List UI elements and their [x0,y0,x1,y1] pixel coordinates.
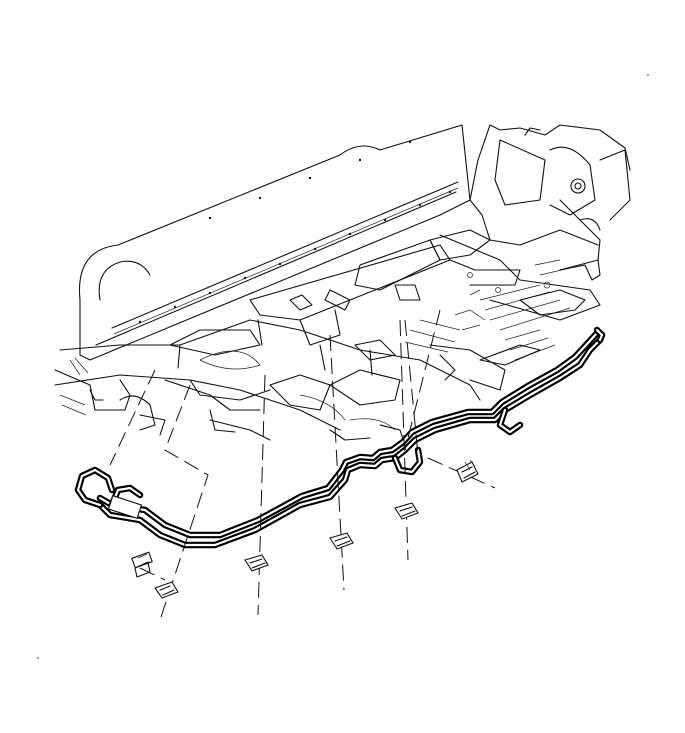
clip-4 [329,532,354,550]
line-bundle [74,326,606,549]
clip-2 [154,581,179,599]
clip-6 [456,459,479,483]
sill-rivets [138,140,452,324]
leader-lines [109,309,496,621]
clip-5 [394,502,419,520]
clip-3 [244,554,269,572]
speck [647,74,649,76]
clip-1 [131,551,153,578]
vehicle-body [54,124,631,446]
speck [37,657,39,659]
